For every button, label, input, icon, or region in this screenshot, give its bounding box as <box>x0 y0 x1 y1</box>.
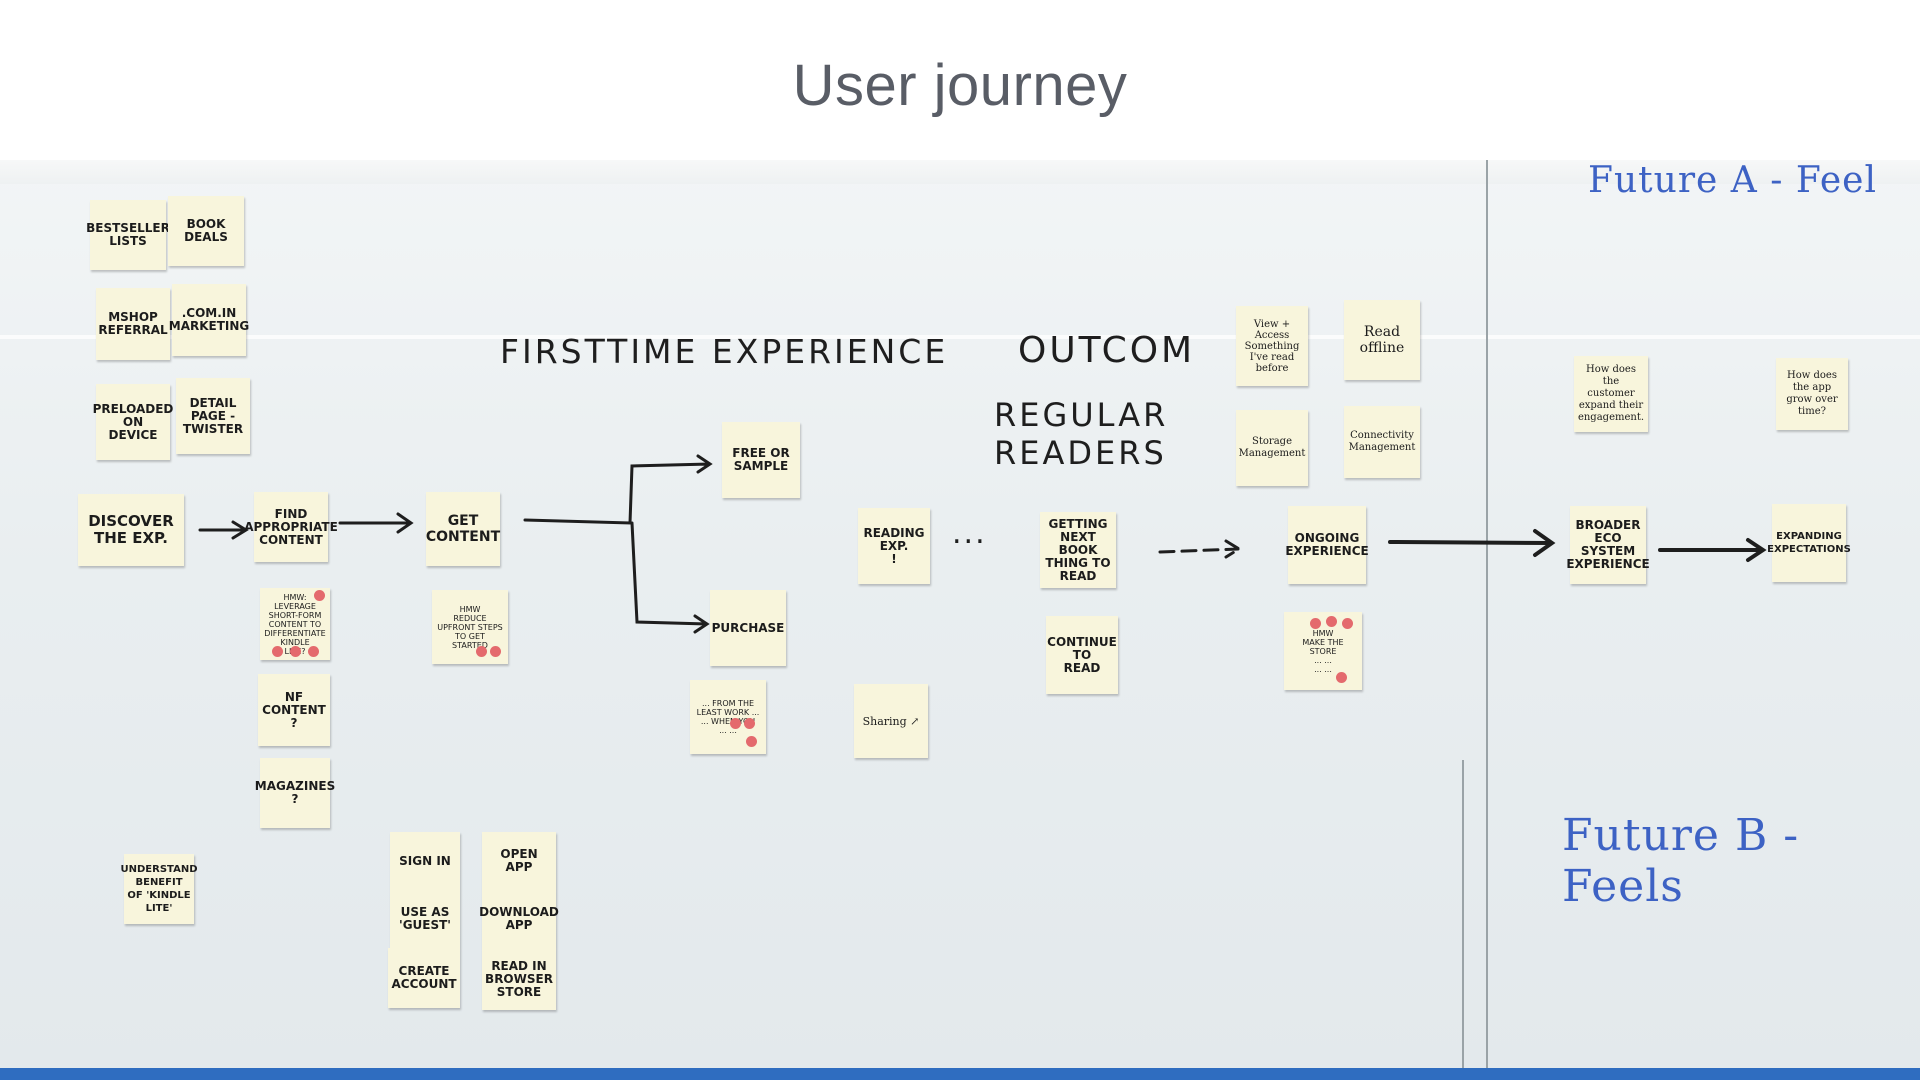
vote-dot <box>746 736 757 747</box>
sticky-sign-in: SIGN IN <box>390 832 460 890</box>
sticky-preloaded-device: PRELOADED ON DEVICE <box>93 384 173 460</box>
sticky-view-access: View + Access Something I've read before <box>1236 306 1308 386</box>
vote-dot <box>490 646 501 657</box>
whiteboard-photo: FIRSTTIME EXPERIENCE OUTCOM REGULAR READ… <box>0 160 1920 1068</box>
heading-outcom: OUTCOM <box>1018 330 1196 371</box>
sticky-continue-to-read: CONTINUE TO READ <box>1046 616 1118 694</box>
arrow-discover-find <box>198 520 249 540</box>
vote-dot <box>476 646 487 657</box>
vote-dot <box>1342 618 1353 629</box>
sticky-read-in-browser: READ IN BROWSER STORE <box>482 948 556 1010</box>
sticky-find-content: FIND APPROPRIATE CONTENT <box>244 492 338 562</box>
sticky-use-as-guest: USE AS 'GUEST' <box>390 890 460 948</box>
journey-arrows <box>198 454 1767 634</box>
sticky-mshop-referral: MSHOP REFERRAL <box>96 288 170 360</box>
vote-dot <box>744 718 755 729</box>
sticky-book-deals: BOOK DEALS <box>168 196 244 266</box>
sticky-purchase: PURCHASE <box>710 590 786 666</box>
vote-dot <box>1310 618 1321 629</box>
sticky-bestseller-lists: BESTSELLER LISTS <box>86 200 170 270</box>
bottom-accent-bar <box>0 1068 1920 1080</box>
board-top-edge <box>0 160 1920 184</box>
sticky-get-content: GET CONTENT <box>426 492 500 566</box>
sticky-nf-content: NF CONTENT ? <box>258 674 330 746</box>
heading-first-time: FIRSTTIME EXPERIENCE <box>500 332 949 371</box>
vote-dot <box>730 718 741 729</box>
vote-dot <box>1336 672 1347 683</box>
sticky-ongoing-experience: ONGOING EXPERIENCE <box>1285 506 1369 584</box>
heading-regular-readers: REGULAR READERS <box>994 396 1169 472</box>
vote-dot <box>314 590 325 601</box>
arrow-get-purchase <box>630 521 710 634</box>
vote-dot <box>290 646 301 657</box>
sticky-free-or-sample: FREE OR SAMPLE <box>722 422 800 498</box>
arrow-next-ongoing <box>1158 539 1242 559</box>
sticky-storage-management: Storage Management <box>1236 410 1308 486</box>
sticky-discover-exp: DISCOVER THE EXP. <box>78 494 184 566</box>
heading-future-b: Future B -Feels <box>1562 810 1800 912</box>
sticky-com-in-marketing: .COM.IN MARKETING <box>169 284 249 356</box>
vote-dot <box>272 646 283 657</box>
sticky-download-app: DOWNLOAD APP <box>479 890 559 948</box>
sticky-connectivity-management: Connectivity Management <box>1344 406 1420 478</box>
sticky-magazines: MAGAZINES ? <box>255 758 335 828</box>
sticky-create-account: CREATE ACCOUNT <box>388 948 460 1008</box>
sticky-reading-exp: READING EXP. ! <box>858 508 930 584</box>
sticky-detail-page: DETAIL PAGE - TWISTER <box>176 378 250 454</box>
board-divider-line-lower <box>1462 760 1464 1068</box>
vote-dot <box>308 646 319 657</box>
arrow-ongoing-broader <box>1388 529 1556 557</box>
sticky-app-grow: How does the app grow over time? <box>1776 358 1848 430</box>
arrow-broader-expanding <box>1658 538 1767 562</box>
ellipsis-mark: ... <box>952 516 987 551</box>
sticky-sharing: Sharing ↗ <box>854 684 928 758</box>
sticky-customer-engagement: How does the customer expand their engag… <box>1574 356 1648 432</box>
slide-title: User journey <box>792 53 1128 118</box>
sticky-read-offline: Read offline <box>1344 300 1420 380</box>
sticky-understand-benefit: UNDERSTAND BENEFIT OF 'KINDLE LITE' <box>121 854 198 924</box>
sticky-open-app: OPEN APP <box>482 832 556 890</box>
heading-future-a: Future A - Feel <box>1588 160 1877 201</box>
vote-dot <box>1326 616 1337 627</box>
board-divider-line <box>1486 160 1488 1068</box>
board-glare <box>0 335 1920 339</box>
sticky-getting-next-book: GETTING NEXT BOOK Thing to read <box>1040 512 1116 588</box>
sticky-broader-ecosystem: BROADER ECO SYSTEM EXPERIENCE <box>1566 506 1650 584</box>
arrow-find-get <box>338 512 414 534</box>
sticky-expanding-expectations: EXPANDING EXPECTATIONS <box>1767 504 1851 582</box>
arrow-get-free <box>523 454 713 525</box>
